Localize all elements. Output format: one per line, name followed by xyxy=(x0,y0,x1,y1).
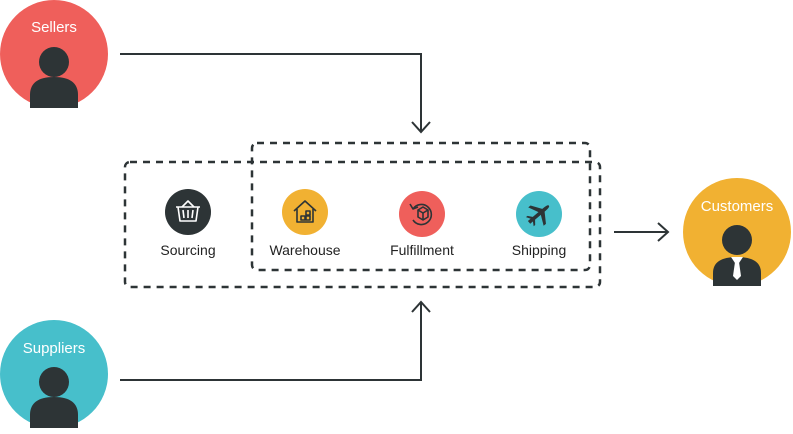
suppliers-label: Suppliers xyxy=(23,340,86,357)
step-label: Warehouse xyxy=(269,242,340,258)
step-sourcing: Sourcing xyxy=(160,189,216,258)
package-refresh-icon xyxy=(409,203,433,226)
warehouse-icon xyxy=(293,200,317,223)
step-fulfillment: Fulfillment xyxy=(390,191,454,258)
airplane-icon xyxy=(525,205,550,227)
step-warehouse: Warehouse xyxy=(269,189,341,258)
sellers-arrow xyxy=(120,53,431,134)
step-shipping: Shipping xyxy=(512,191,567,258)
step-label: Sourcing xyxy=(160,242,215,258)
businessman-icon xyxy=(713,225,761,286)
suppliers-node: Suppliers xyxy=(0,320,108,428)
person-icon xyxy=(30,367,78,428)
basket-icon xyxy=(176,200,200,222)
customers-arrow xyxy=(614,222,670,242)
customers-label: Customers xyxy=(701,198,774,215)
sellers-node: Sellers xyxy=(0,0,108,108)
customers-node: Customers xyxy=(683,178,791,286)
suppliers-arrow xyxy=(120,300,431,381)
inner-service-group xyxy=(250,141,592,272)
step-label: Shipping xyxy=(512,242,567,258)
step-label: Fulfillment xyxy=(390,242,454,258)
sellers-label: Sellers xyxy=(31,19,77,36)
person-icon xyxy=(30,47,78,108)
